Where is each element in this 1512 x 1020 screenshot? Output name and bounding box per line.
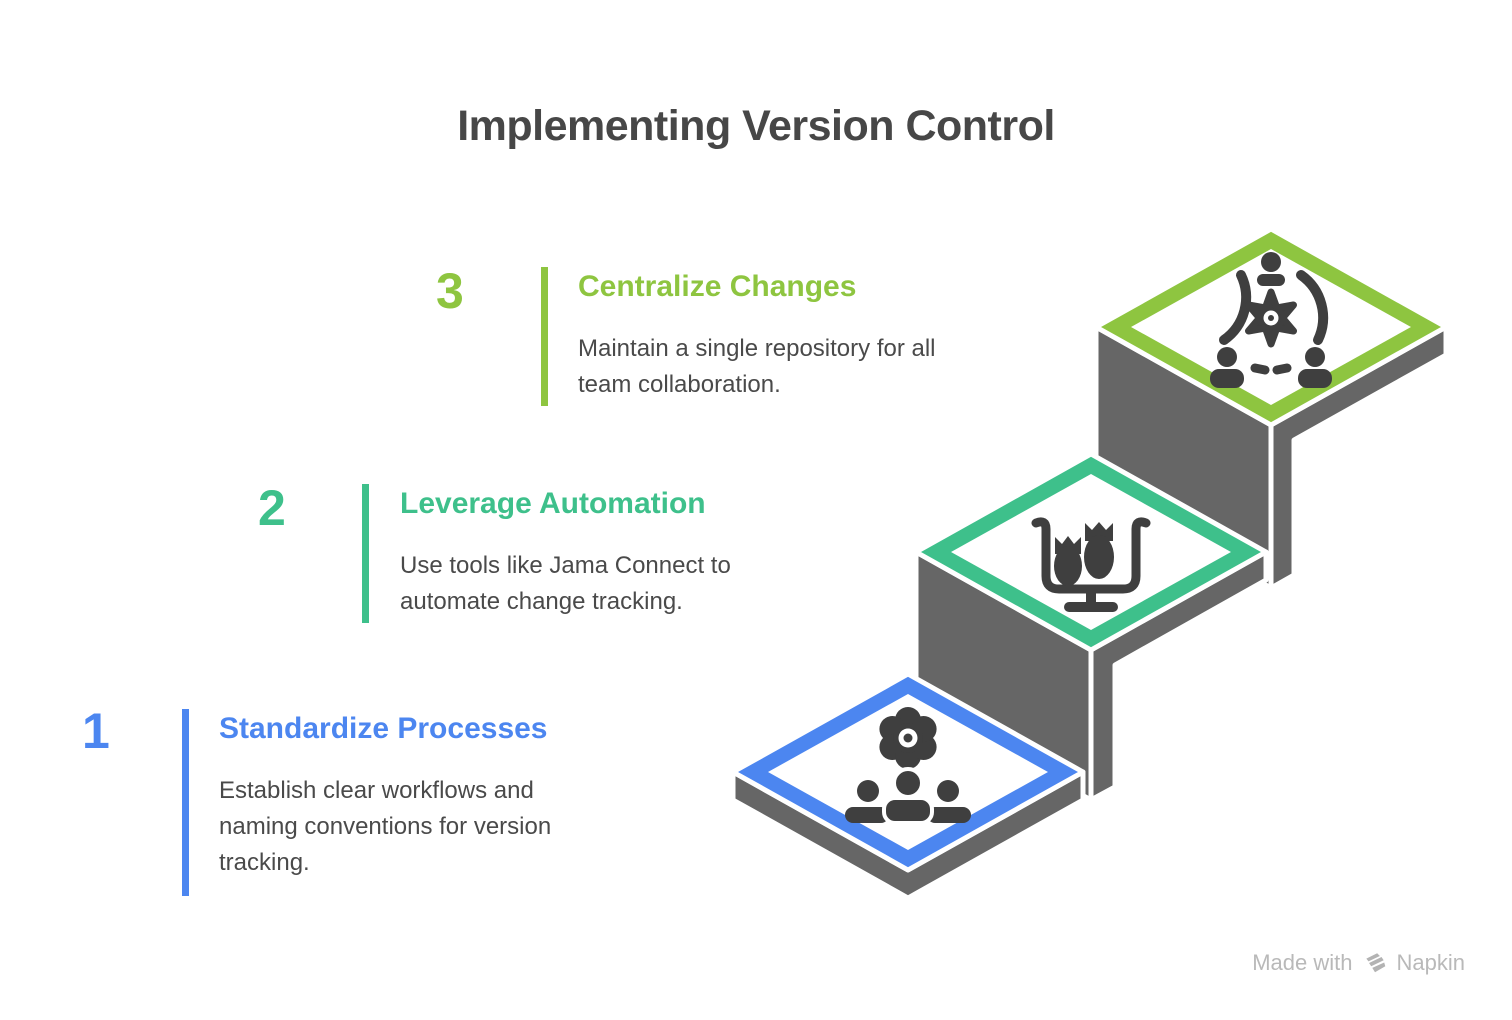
step2-tile bbox=[913, 451, 1269, 653]
step1-tile-inner bbox=[768, 694, 1048, 850]
step1-number: 1 bbox=[82, 703, 110, 759]
step1-block bbox=[730, 671, 1086, 901]
step1-description: Establish clear workflows and naming con… bbox=[219, 777, 552, 876]
step2-accent-bar bbox=[362, 484, 369, 623]
watermark-prefix: Made with bbox=[1252, 950, 1353, 975]
step1-thickness bbox=[730, 769, 1086, 901]
step3-accent-bar bbox=[541, 267, 548, 406]
collaboration-network-icon bbox=[1210, 252, 1332, 388]
team-gear-icon bbox=[845, 707, 971, 825]
step1-heading: Standardize Processes bbox=[219, 712, 548, 745]
napkin-logo-icon bbox=[1365, 953, 1385, 973]
step3-heading: Centralize Changes bbox=[578, 270, 857, 303]
step3-tile bbox=[1093, 226, 1449, 428]
step3-block bbox=[1093, 226, 1449, 591]
step2-number: 2 bbox=[258, 480, 286, 536]
step2-heading: Leverage Automation bbox=[400, 487, 706, 520]
step2-left-face bbox=[913, 549, 1094, 803]
step2-block bbox=[913, 451, 1269, 803]
step3-left-face bbox=[1093, 324, 1274, 591]
watermark-brand: Napkin bbox=[1396, 950, 1465, 975]
watermark: Made with Napkin bbox=[1252, 950, 1465, 976]
step3-right-face bbox=[1268, 324, 1449, 591]
step1-accent-bar bbox=[182, 709, 189, 896]
step1-tile bbox=[730, 671, 1086, 873]
step3-description: Maintain a single repository for all tea… bbox=[578, 335, 936, 398]
step2-tile-inner bbox=[951, 474, 1231, 630]
step2-right-face bbox=[1088, 549, 1269, 803]
step2-description: Use tools like Jama Connect to automate … bbox=[400, 552, 731, 615]
bombs-monitor-icon bbox=[1031, 517, 1151, 612]
step3-number: 3 bbox=[436, 263, 464, 319]
page-title: Implementing Version Control bbox=[457, 102, 1055, 150]
step3-tile-inner bbox=[1131, 249, 1411, 405]
